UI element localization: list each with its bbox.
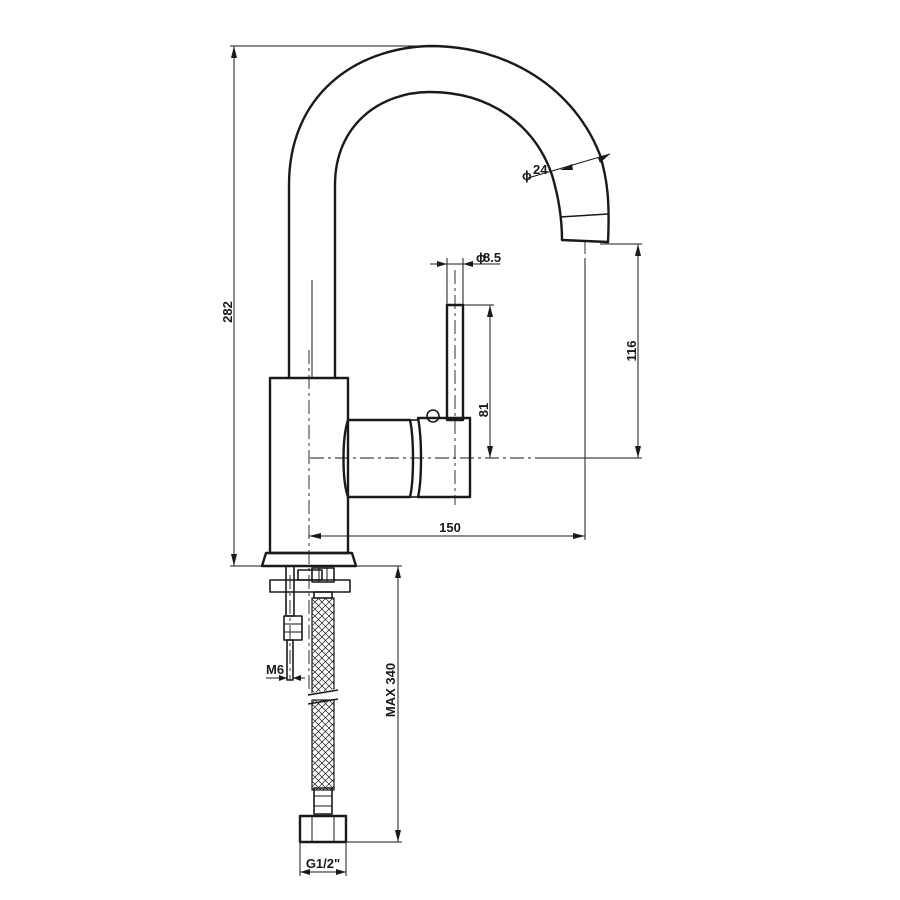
dim-handle-diameter-label: 8.5	[483, 250, 501, 265]
faucet-outline	[260, 44, 610, 568]
hose-upper-braid	[311, 597, 335, 695]
dim-stud-thread-label: M6	[266, 662, 284, 677]
hose-connector-nut	[298, 814, 348, 844]
spout-nozzle-ring	[559, 213, 609, 218]
mounting-stud-nut	[283, 615, 303, 641]
dim-hose-connector: G1/2"	[299, 842, 347, 876]
flex-hose	[298, 591, 348, 844]
dim-hose-length-label: MAX 340	[383, 663, 398, 717]
handle-screw	[426, 409, 440, 423]
cartridge-housing	[342, 418, 415, 499]
dim-stud-thread: M6	[266, 662, 305, 681]
dim-spout-reach: 150	[309, 258, 586, 540]
dim-spout-reach-label: 150	[439, 520, 461, 535]
mounting-hardware	[269, 565, 351, 681]
dim-overall-height: 282	[220, 45, 430, 567]
spout-inner-curve	[333, 90, 564, 380]
dim-hose-length: MAX 340	[346, 565, 402, 843]
dim-handle-height-label: 81	[476, 403, 491, 417]
dim-outlet-height: 116	[545, 243, 642, 459]
hose-lower-fitting	[313, 787, 333, 815]
dim-spout-diameter-label: 24	[533, 162, 548, 177]
dim-handle-diameter: ϕ 8.5	[430, 250, 501, 305]
center-lines	[289, 240, 586, 695]
mounting-stud-lower	[286, 639, 294, 681]
mounting-nut	[297, 569, 323, 581]
dim-hose-connector-label: G1/2"	[306, 856, 340, 871]
dim-spout-diameter: ϕ 24	[522, 153, 611, 183]
handle-cap	[416, 416, 472, 499]
hose-lower-braid	[311, 699, 335, 791]
dim-spout-diameter-symbol: ϕ	[522, 168, 532, 183]
dim-outlet-height-label: 116	[624, 341, 639, 362]
dim-handle-diameter-symbol: ϕ	[476, 250, 486, 265]
dim-handle-height: 81	[463, 304, 494, 458]
mounting-washer	[269, 579, 351, 593]
dim-overall-height-label: 282	[220, 301, 235, 323]
spout-outer-curve	[287, 44, 610, 380]
hose-top-fitting	[311, 567, 335, 583]
